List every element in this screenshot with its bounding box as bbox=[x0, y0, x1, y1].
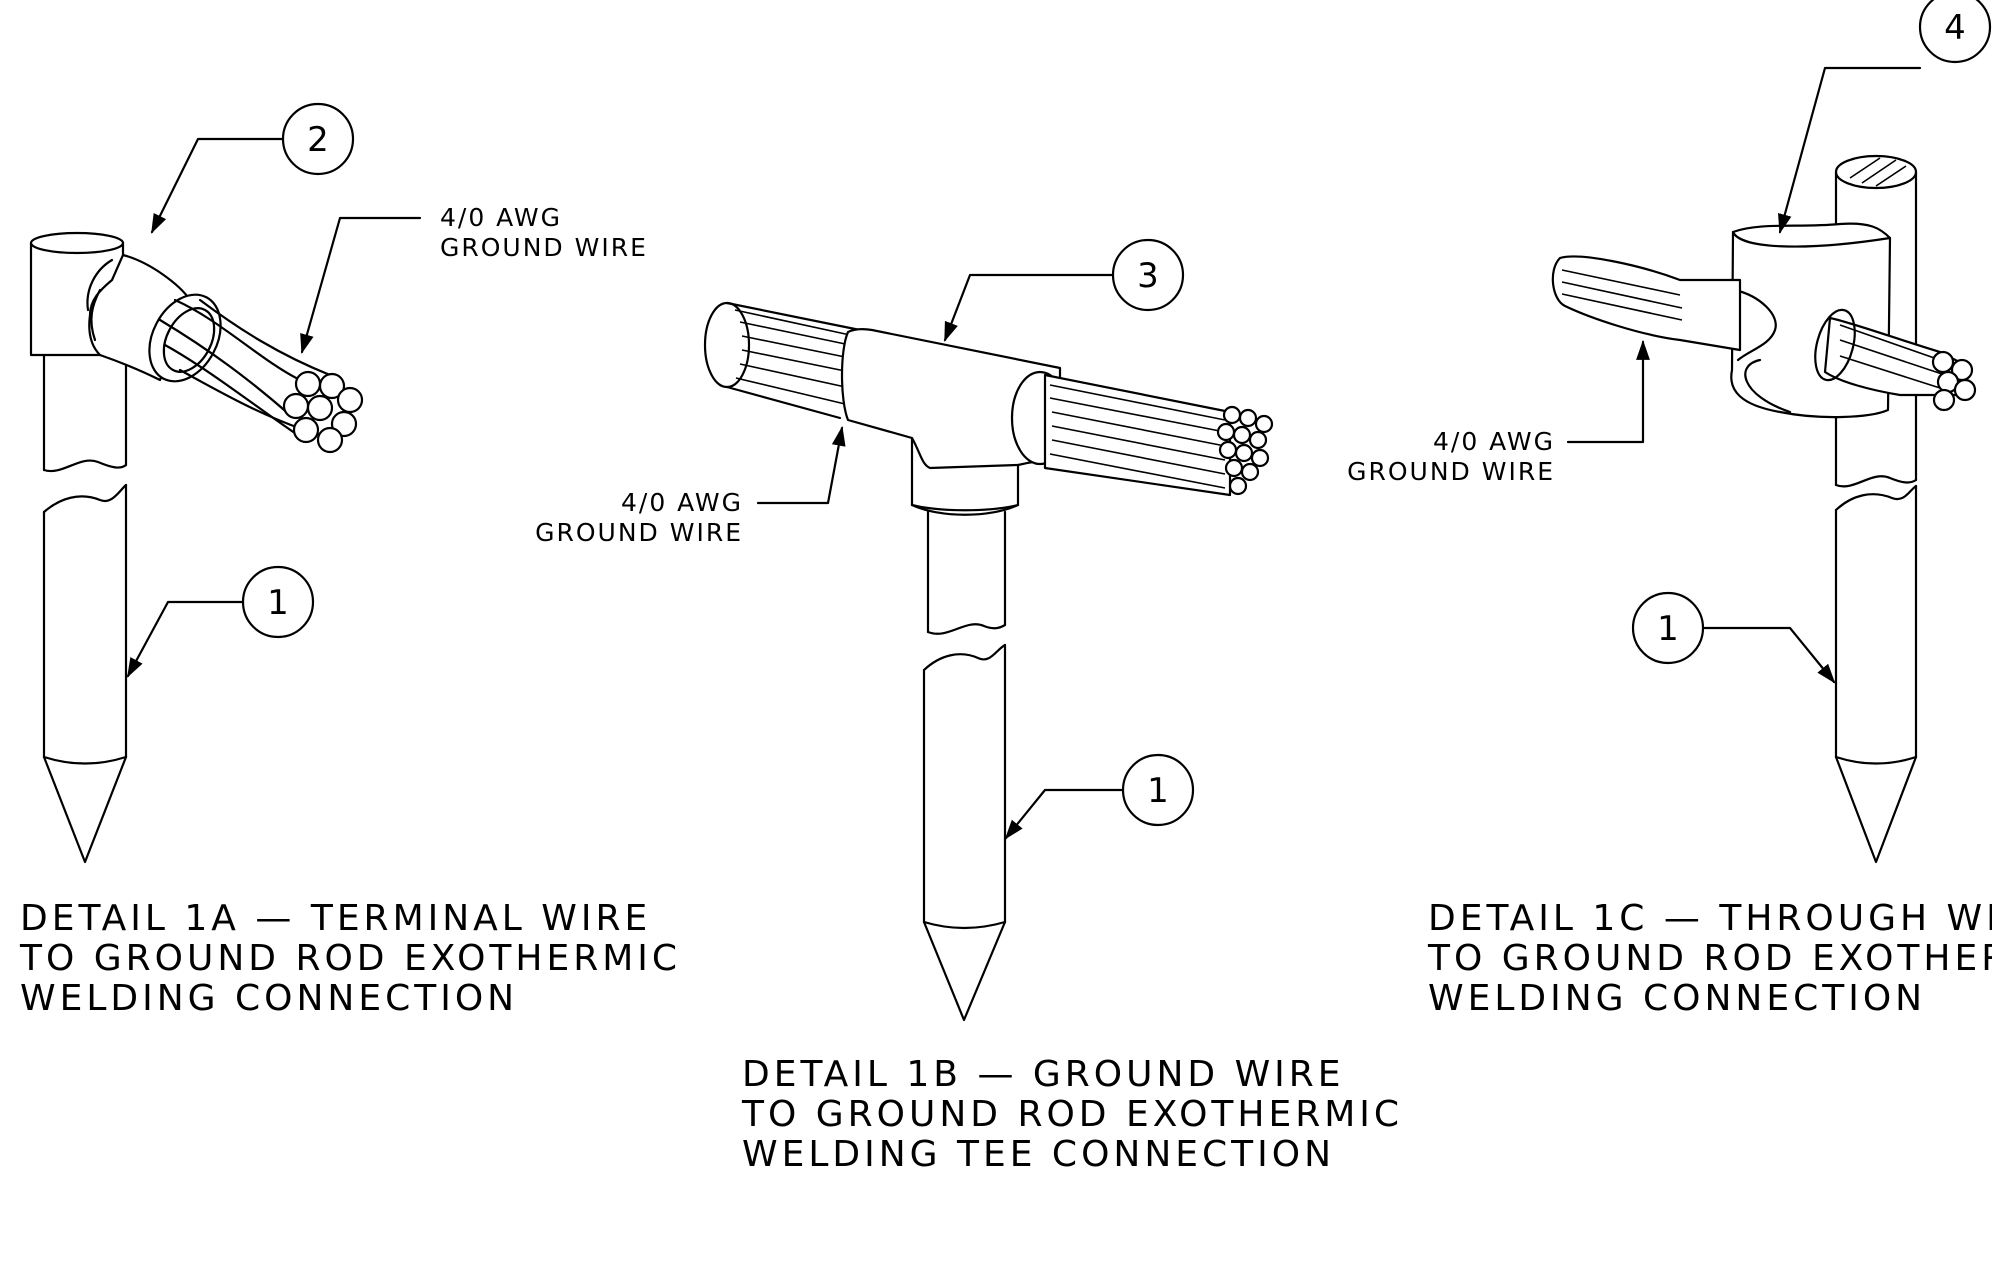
callout-3-1b: 3 bbox=[943, 238, 1185, 342]
callout-1-1a: 1 bbox=[126, 565, 315, 678]
caption-1b-line1: DETAIL 1B — GROUND WIRE bbox=[742, 1054, 1345, 1095]
callout-1-label: 1 bbox=[1147, 771, 1169, 811]
caption-1b-line2: TO GROUND ROD EXOTHERMIC bbox=[741, 1094, 1403, 1135]
caption-1c-line2: TO GROUND ROD EXOTHERMIC bbox=[1427, 938, 1992, 979]
ground-wire-left-1b bbox=[703, 301, 862, 420]
ground-rod-upper-1a bbox=[42, 353, 128, 473]
detail-1a: 2 1 4/0 AWG GROUND WIRE DETAIL 1A — TERM… bbox=[19, 102, 681, 1019]
wire-label-leader-1c bbox=[1566, 340, 1650, 444]
callout-1-label: 1 bbox=[267, 583, 289, 623]
callout-4-1c: 4 bbox=[1778, 0, 1992, 234]
callout-3-label: 3 bbox=[1137, 256, 1159, 296]
ground-wire-right-1b bbox=[1043, 373, 1274, 497]
callout-1-1c: 1 bbox=[1631, 591, 1836, 684]
caption-1c-line1: DETAIL 1C — THROUGH WIRE bbox=[1428, 898, 1992, 939]
wire-label-1c-line1: 4/0 AWG bbox=[1433, 427, 1555, 456]
detail-1c: 4 1 4/0 AWG GROUND WIRE DETAIL 1C — THRO… bbox=[1347, 0, 1992, 1019]
wire-label-leader-1a bbox=[300, 216, 422, 354]
ground-rod-1b bbox=[922, 510, 1007, 1022]
ground-wire-1a bbox=[158, 298, 364, 454]
callout-2-1a: 2 bbox=[150, 102, 355, 234]
wire-label-leader-1b bbox=[756, 426, 846, 505]
wire-label-1a-line1: 4/0 AWG bbox=[440, 203, 562, 232]
callout-2-label: 2 bbox=[307, 120, 329, 160]
caption-1a-line2: TO GROUND ROD EXOTHERMIC bbox=[19, 938, 681, 979]
callout-1-label: 1 bbox=[1657, 609, 1679, 649]
ground-wire-1c bbox=[1551, 255, 1977, 412]
callout-4-label: 4 bbox=[1944, 8, 1966, 48]
caption-1c-line3: WELDING CONNECTION bbox=[1428, 978, 1926, 1019]
caption-1a-line1: DETAIL 1A — TERMINAL WIRE bbox=[20, 898, 651, 939]
detail-1b: 3 1 4/0 AWG GROUND WIRE DETAIL 1B — GROU… bbox=[535, 238, 1403, 1175]
wire-label-1a-line2: GROUND WIRE bbox=[440, 233, 648, 262]
weld-mold-2 bbox=[29, 231, 222, 383]
wire-label-1c-line2: GROUND WIRE bbox=[1347, 457, 1555, 486]
wire-label-1b-line1: 4/0 AWG bbox=[621, 488, 743, 517]
ground-rod-lower-1a bbox=[42, 483, 128, 864]
caption-1b-line3: WELDING TEE CONNECTION bbox=[742, 1134, 1335, 1175]
caption-1a-line3: WELDING CONNECTION bbox=[20, 978, 518, 1019]
callout-1-1b: 1 bbox=[1004, 753, 1195, 840]
weld-mold-3 bbox=[840, 328, 1070, 516]
wire-label-1b-line2: GROUND WIRE bbox=[535, 518, 743, 547]
